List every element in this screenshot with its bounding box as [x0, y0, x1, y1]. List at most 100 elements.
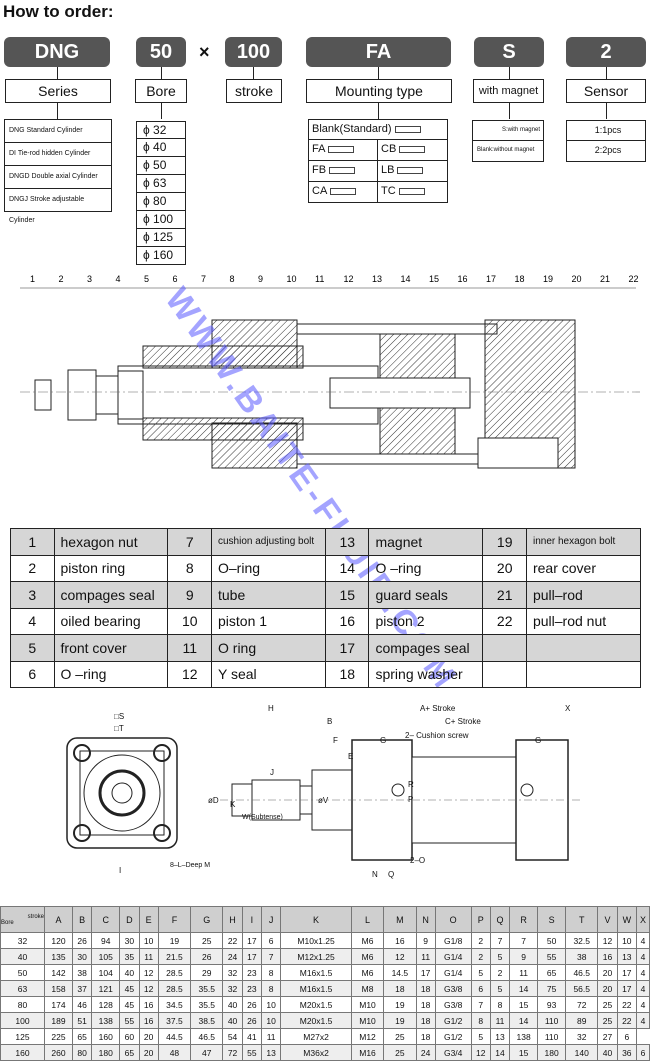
mounting-option: FB: [308, 161, 378, 182]
dim-cell: 94: [91, 932, 121, 949]
part-number: 3: [10, 581, 55, 609]
series-code: DNG: [4, 37, 110, 67]
dim-cell: 4: [635, 932, 650, 949]
diagram-part-number: 10: [287, 274, 297, 284]
part-name: front cover: [53, 634, 169, 662]
dim-header-cell: X: [635, 906, 650, 933]
dim-t: □T: [114, 724, 124, 733]
mounting-option: CA: [308, 182, 378, 203]
dim-cell: G1/4: [434, 948, 472, 965]
dim-cell: 17: [241, 932, 262, 949]
dim-cell: 40: [222, 1012, 243, 1029]
mount-icon: [329, 166, 356, 174]
dim-cell: G3/4: [434, 1044, 472, 1061]
dim-cell: 10: [138, 932, 159, 949]
dim-cell: 50: [0, 964, 45, 981]
dim-cell: 38: [565, 948, 599, 965]
dim-cell: G1/4: [434, 964, 472, 981]
dim-cell: M6: [350, 948, 385, 965]
diagram-part-number: 6: [173, 274, 178, 284]
dim-cell: 65: [71, 1028, 93, 1045]
stroke-code: 100: [225, 37, 282, 67]
tube-bottom: [296, 453, 498, 465]
dim-h: H: [268, 704, 274, 713]
dim-cell: 160: [91, 1028, 121, 1045]
dim-cell: 180: [91, 1044, 121, 1061]
connector-line: [378, 103, 379, 119]
part-number: 2: [10, 554, 55, 582]
dim-2-o: 2–O: [410, 856, 426, 865]
dim-x: X: [565, 704, 571, 713]
dim-cell: 6: [616, 1028, 637, 1045]
dim-cell: 47: [190, 1044, 224, 1061]
dim-cell: 25: [597, 996, 618, 1013]
connector-line: [606, 67, 607, 79]
dim-b: B: [327, 717, 333, 726]
dim-cell: 40: [597, 1044, 618, 1061]
diagram-part-number: 8: [230, 274, 235, 284]
diagram-part-number: 1: [30, 274, 35, 284]
dim-cell: G3/8: [434, 980, 472, 997]
dim-cell: 6: [260, 932, 282, 949]
dim-cell: 93: [537, 996, 567, 1013]
part-number: 4: [10, 607, 55, 635]
dim-cell: G1/2: [434, 1028, 472, 1045]
magnet-option: Blank:without magnet: [472, 141, 544, 162]
part-number: 19: [482, 528, 527, 556]
bore-label: Bore: [135, 79, 187, 103]
dim-cell: 4: [635, 964, 650, 981]
connector-line: [161, 103, 162, 119]
mount-icon: [328, 145, 355, 153]
dim-cell: 13: [260, 1044, 282, 1061]
bore-option: ϕ 40: [136, 139, 186, 157]
dim-cell: 45: [119, 996, 140, 1013]
dim-cell: 16: [138, 1012, 159, 1029]
mounting-standard: Blank(Standard): [308, 119, 448, 140]
diagram-part-number: 17: [486, 274, 496, 284]
dim-i: I: [119, 866, 122, 875]
part-name: pull–rod nut: [525, 607, 642, 635]
mounting-code-label: FB: [312, 164, 327, 176]
dim-cell: 13: [489, 1028, 511, 1045]
page-title: How to order:: [3, 2, 114, 21]
bore-options: ϕ 32 ϕ 40 ϕ 50 ϕ 63 ϕ 80 ϕ 100 ϕ 125 ϕ 1…: [136, 121, 186, 265]
dim-cell: 51: [71, 1012, 93, 1029]
dim-cell: 12: [138, 980, 159, 997]
dim-cell: 29: [190, 964, 224, 981]
mount-icon: [399, 145, 426, 153]
dim-cell: 40: [0, 948, 45, 965]
dim-cell: 105: [91, 948, 121, 965]
times-sign: ×: [199, 42, 210, 62]
sensor-option: 1:1pcs: [566, 120, 646, 141]
diagram-part-number: 18: [515, 274, 525, 284]
diagram-part-number: 13: [372, 274, 382, 284]
dim-cell: 7: [509, 932, 539, 949]
mounting-label: Mounting type: [306, 79, 452, 103]
dim-cell: 11: [509, 964, 539, 981]
mount-icon: [398, 187, 425, 195]
dim-cell: 8: [260, 964, 282, 981]
dim-cell: 20: [138, 1044, 159, 1061]
dim-cell: 189: [44, 1012, 73, 1029]
dim-cell: 32: [222, 980, 243, 997]
dim-header-cell: O: [434, 906, 472, 933]
dim-v: øV: [318, 796, 329, 805]
dim-header-cell: A: [44, 906, 73, 933]
dim-cell: 4: [635, 1012, 650, 1029]
dim-cell: 11: [489, 1012, 511, 1029]
dim-cell: 140: [565, 1044, 599, 1061]
dim-cell: 22: [616, 996, 637, 1013]
part-name: piston 2: [368, 607, 484, 635]
diagram-part-number: 15: [429, 274, 439, 284]
front-view: [66, 737, 178, 849]
dim-cell: 27: [597, 1028, 618, 1045]
dim-cell: 30: [71, 948, 93, 965]
dim-header-cell: N: [415, 906, 436, 933]
piston-ring: [117, 370, 144, 420]
dim-a-stroke: A+ Stroke: [420, 704, 456, 713]
magnet-options: S:with magnet Blank:without magnet: [472, 120, 544, 162]
dim-cell: 6: [635, 1044, 650, 1061]
